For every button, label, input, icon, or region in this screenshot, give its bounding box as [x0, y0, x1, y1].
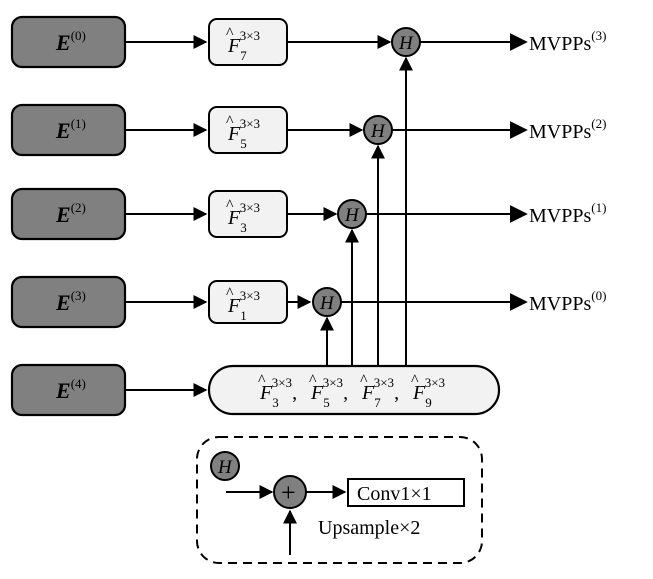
shared-filter-label-1: F53×3,	[310, 375, 348, 410]
legend-frame	[196, 436, 483, 564]
row-3: E(3) F13×3 ^ H MVPPs(0)	[10, 275, 606, 329]
filter-hat-2: ^	[226, 197, 234, 214]
encoder-label-3: E(3)	[55, 288, 86, 315]
shared-filter-label-3: F93×3	[412, 375, 445, 410]
shared-filter-label-0: F33×3,	[259, 375, 297, 410]
row-4: E(4) F33×3, F53×3, F73×3, F93×3 ^ ^ ^ ^	[10, 363, 501, 417]
legend-conv-box	[347, 478, 465, 507]
filter-hat-3: ^	[226, 285, 234, 302]
shared-hat-3: ^	[411, 372, 419, 389]
encoder-label-0: E(0)	[55, 28, 86, 55]
encoder-label-2: E(2)	[55, 200, 86, 227]
filter-label-0: F73×3	[227, 28, 260, 63]
shared-filter-label-2: F73×3,	[361, 375, 399, 410]
legend-upsample-label: Upsample×2	[318, 517, 420, 539]
legend-conv-label: Conv1×1	[357, 483, 432, 505]
row-2: E(2) F33×3 ^ H MVPPs(1)	[10, 187, 606, 241]
h-node-label-1: H	[370, 121, 386, 142]
h-node-label-0: H	[398, 33, 414, 54]
shared-hat-1: ^	[309, 372, 317, 389]
shared-filter-pill	[207, 364, 501, 416]
filter-hat-0: ^	[226, 25, 234, 42]
filter-hat-1: ^	[226, 113, 234, 130]
row-1: E(1) F53×3 ^ H MVPPs(2)	[10, 103, 606, 157]
legend: H + Conv1×1 Upsample×2	[196, 436, 483, 564]
shared-hat-0: ^	[258, 372, 266, 389]
encoder-label-1: E(1)	[55, 116, 86, 143]
legend-h-label: H	[217, 457, 233, 478]
output-label-2: MVPPs(1)	[529, 200, 606, 227]
h-node-label-3: H	[319, 293, 335, 314]
encoder-label-4: E(4)	[55, 376, 86, 403]
filter-label-3: F13×3	[227, 288, 260, 323]
h-node-label-2: H	[344, 205, 360, 226]
shared-hat-2: ^	[360, 372, 368, 389]
row-0: E(0) F73×3 ^ H MVPPs(3)	[10, 15, 606, 69]
filter-label-2: F33×3	[227, 200, 260, 235]
output-label-1: MVPPs(2)	[529, 116, 606, 143]
legend-plus-label: +	[281, 478, 296, 507]
output-label-3: MVPPs(0)	[529, 288, 606, 315]
filter-label-1: F53×3	[227, 116, 260, 151]
output-label-0: MVPPs(3)	[529, 28, 606, 55]
legend-h-node	[210, 451, 240, 481]
